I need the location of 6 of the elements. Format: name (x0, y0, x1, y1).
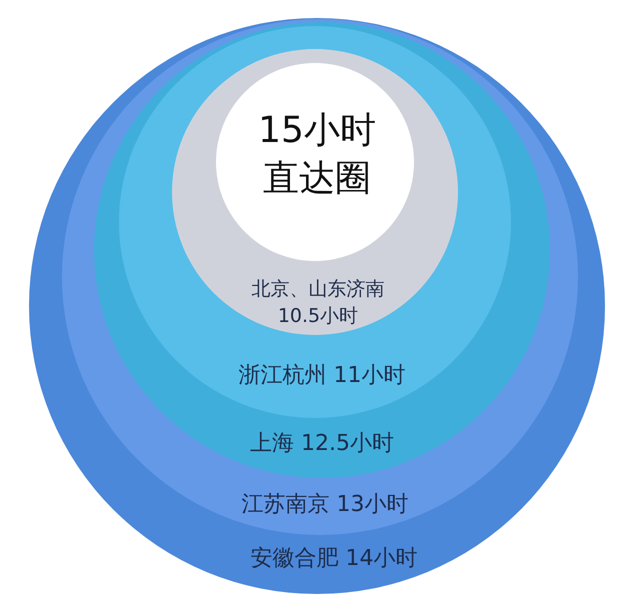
zone-label: 江苏南京 13小时 (242, 492, 408, 518)
zone-label: 浙江杭州 11小时 (238, 363, 406, 389)
zone-label: 北京、山东济南10.5小时 (250, 277, 386, 329)
zone-label: 上海 12.5小时 (250, 431, 394, 457)
zone-label: 安徽合肥 14小时 (250, 546, 418, 572)
circle-title: 15小时直达圈 (257, 109, 377, 201)
